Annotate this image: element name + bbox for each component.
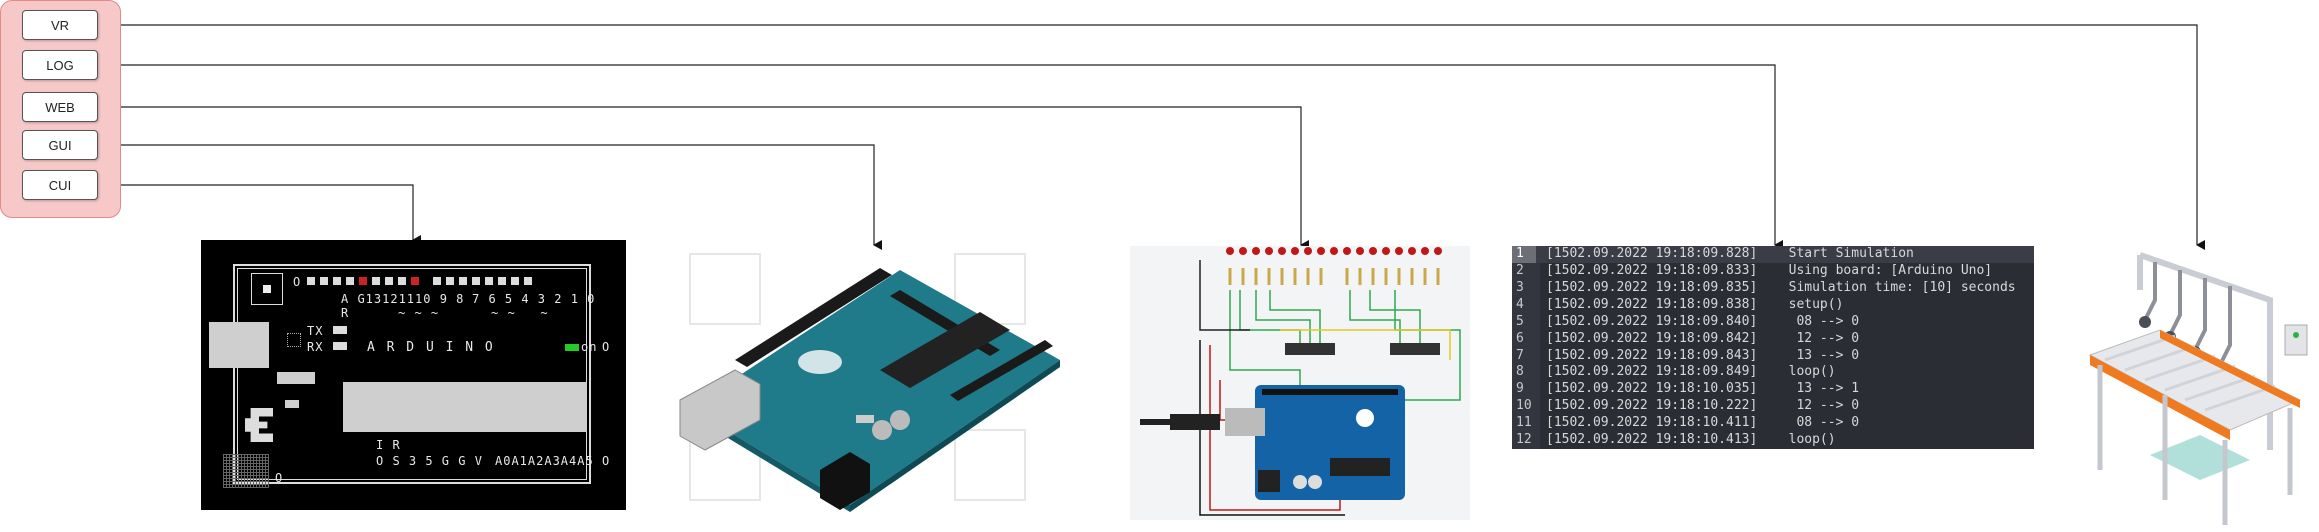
connector-log xyxy=(98,65,1775,245)
cui-rx-label: RX xyxy=(307,340,323,354)
log-line: 2[1502.09.2022 19:18:09.833] Using board… xyxy=(1512,263,2034,280)
web-circuit-image xyxy=(1130,246,1470,520)
mode-vr-button[interactable]: VR xyxy=(22,10,98,40)
cui-rx-led xyxy=(333,342,347,350)
cui-tx-led xyxy=(333,326,347,334)
cui-reset-button-frame xyxy=(251,273,283,305)
cui-chip xyxy=(343,382,587,432)
cui-pwm-tildes-2: ~ ~ ~ xyxy=(491,306,549,320)
cui-analog-marker: O xyxy=(602,454,610,468)
cui-aref-label: R xyxy=(341,306,349,320)
cui-on-label: on xyxy=(581,340,597,354)
cui-tx-label: TX xyxy=(307,324,323,338)
cui-ir-label: I R xyxy=(376,438,401,452)
cui-pin-13-led xyxy=(359,277,367,285)
log-line: 3[1502.09.2022 19:18:09.835] Simulation … xyxy=(1512,280,2034,297)
log-line: 9[1502.09.2022 19:18:10.035] 13 --> 1 xyxy=(1512,381,2034,398)
cui-pwm-tildes-1: ~ ~ ~ xyxy=(398,306,439,320)
log-line: 7[1502.09.2022 19:18:09.843] 13 --> 0 xyxy=(1512,348,2034,365)
cui-power-pins: O S 3 5 G G V xyxy=(376,454,483,468)
cui-board-view: O A G13121110 9 8 7 6 5 4 3 2 1 0 R ~ ~ … xyxy=(201,240,626,510)
cui-component xyxy=(285,400,299,408)
vr-scene-image xyxy=(2090,255,2307,525)
cui-pin-row-marker: O xyxy=(293,275,301,289)
cui-pin-labels-high: A G13121110 9 8 xyxy=(341,292,464,306)
cui-crystal-area xyxy=(223,454,269,488)
cui-analog-pins: A0A1A2A3A4A5 xyxy=(495,454,594,468)
mode-gui-button[interactable]: GUI xyxy=(22,130,98,160)
cui-right-marker: O xyxy=(602,340,610,354)
cui-pin-8-led xyxy=(411,277,419,285)
cui-power-led xyxy=(565,344,579,351)
cui-icsp xyxy=(287,333,301,347)
log-line: 8[1502.09.2022 19:18:09.849] loop() xyxy=(1512,364,2034,381)
log-line: 6[1502.09.2022 19:18:09.842] 12 --> 0 xyxy=(1512,331,2034,348)
mode-web-button[interactable]: WEB xyxy=(22,92,98,122)
cui-pin-labels-low: 7 6 5 4 3 2 1 0 xyxy=(472,292,595,306)
log-line: 12[1502.09.2022 19:18:10.413] loop() xyxy=(1512,432,2034,449)
log-line: 11[1502.09.2022 19:18:10.411] 08 --> 0 xyxy=(1512,415,2034,432)
mode-log-button[interactable]: LOG xyxy=(22,50,98,80)
cui-regulator xyxy=(277,372,315,384)
arduino-board-image xyxy=(680,254,1060,512)
connector-web xyxy=(98,107,1301,245)
log-line: 4[1502.09.2022 19:18:09.838] setup() xyxy=(1512,297,2034,314)
log-terminal[interactable]: 1[1502.09.2022 19:18:09.828] Start Simul… xyxy=(1512,246,2034,449)
connector-cui xyxy=(98,185,413,240)
cui-reset-button xyxy=(263,285,271,293)
log-line: 10[1502.09.2022 19:18:10.222] 12 --> 0 xyxy=(1512,398,2034,415)
mode-cui-button[interactable]: CUI xyxy=(22,170,98,200)
cui-board-name: A R D U I N O xyxy=(367,340,495,355)
connector-gui xyxy=(98,145,874,245)
cui-corner-marker: O xyxy=(275,471,283,485)
cui-usb-port xyxy=(209,322,269,368)
log-line: 5[1502.09.2022 19:18:09.840] 08 --> 0 xyxy=(1512,314,2034,331)
log-line: 1[1502.09.2022 19:18:09.828] Start Simul… xyxy=(1512,246,2034,263)
